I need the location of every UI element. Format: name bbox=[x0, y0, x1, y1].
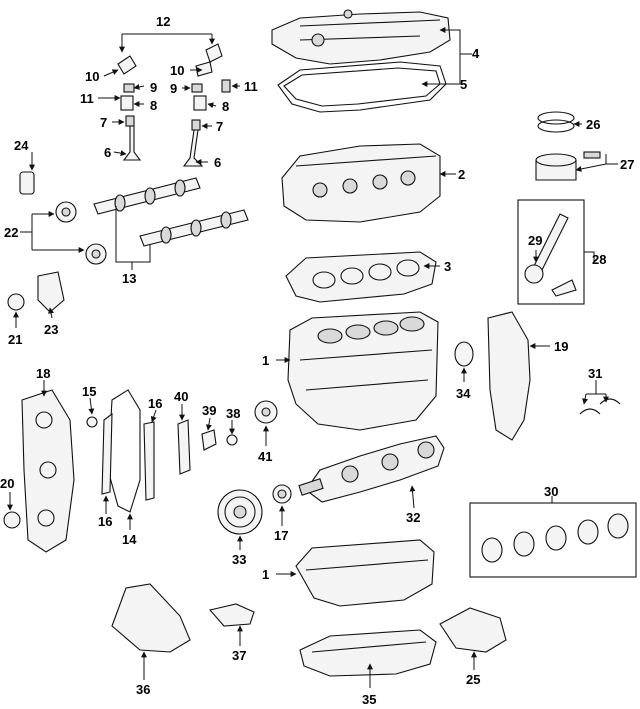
main-bearings bbox=[481, 513, 629, 563]
callout-20: 20 bbox=[0, 476, 14, 491]
main-bearing-box bbox=[469, 502, 637, 578]
seal-20 bbox=[3, 511, 21, 529]
part-38 bbox=[226, 434, 238, 446]
callout-33: 33 bbox=[232, 552, 246, 567]
callout-5: 5 bbox=[460, 77, 467, 92]
callout-37: 37 bbox=[232, 648, 246, 663]
crankshaft bbox=[298, 435, 445, 503]
callout-25: 25 bbox=[466, 672, 480, 687]
part-15 bbox=[86, 416, 98, 428]
callout-26: 26 bbox=[586, 117, 600, 132]
callout-13: 13 bbox=[122, 271, 136, 286]
cam-gears bbox=[55, 201, 107, 265]
oil-pan-upper bbox=[295, 539, 435, 607]
callout-3: 3 bbox=[444, 259, 451, 274]
thrust-bearings bbox=[579, 398, 621, 415]
callout-9-left: 9 bbox=[150, 80, 157, 95]
callout-11-right: 11 bbox=[244, 79, 258, 94]
callout-28: 28 bbox=[592, 252, 606, 267]
callout-21: 21 bbox=[8, 332, 22, 347]
callout-7-left: 7 bbox=[100, 115, 107, 130]
callout-6-right: 6 bbox=[214, 155, 221, 170]
callout-24: 24 bbox=[14, 138, 29, 153]
callout-32: 32 bbox=[406, 510, 420, 525]
callout-9-right: 9 bbox=[170, 81, 177, 96]
callout-16-right: 16 bbox=[148, 396, 162, 411]
idler-gear bbox=[254, 400, 278, 424]
callout-19: 19 bbox=[554, 339, 568, 354]
rear-cover bbox=[487, 311, 531, 441]
part-37 bbox=[208, 603, 255, 627]
callout-35: 35 bbox=[362, 692, 376, 707]
seal-21 bbox=[7, 293, 25, 311]
cylinder-head bbox=[281, 143, 441, 223]
callout-41: 41 bbox=[258, 449, 272, 464]
valve-cover bbox=[271, 9, 451, 65]
cylinder-block bbox=[287, 311, 439, 431]
seal-34 bbox=[454, 341, 474, 367]
valve-train-left bbox=[117, 55, 142, 161]
callout-18: 18 bbox=[36, 366, 50, 381]
engine-mount bbox=[111, 583, 191, 653]
callout-1-block: 1 bbox=[262, 353, 269, 368]
oil-pan-lower bbox=[299, 629, 437, 677]
camshaft-lower bbox=[139, 209, 249, 247]
head-gasket bbox=[285, 251, 437, 303]
callout-4: 4 bbox=[472, 46, 480, 61]
camshaft-upper bbox=[93, 177, 201, 215]
callout-27: 27 bbox=[620, 157, 634, 172]
callout-22: 22 bbox=[4, 225, 18, 240]
chain-guide-16a bbox=[101, 412, 113, 495]
callout-39: 39 bbox=[202, 403, 216, 418]
timing-cover bbox=[21, 389, 75, 553]
callout-7-right: 7 bbox=[216, 119, 223, 134]
callout-10-left: 10 bbox=[85, 69, 99, 84]
piston-rings bbox=[537, 111, 575, 133]
callout-30: 30 bbox=[544, 484, 558, 499]
callout-labels: 12 10 10 9 9 11 11 8 8 7 7 6 6 4 5 2 3 1… bbox=[0, 14, 634, 707]
callout-2: 2 bbox=[458, 167, 465, 182]
callout-1-pan: 1 bbox=[262, 567, 269, 582]
callout-40: 40 bbox=[174, 389, 188, 404]
callout-16-left: 16 bbox=[98, 514, 112, 529]
callout-10-right: 10 bbox=[170, 63, 184, 78]
part-40 bbox=[177, 419, 191, 475]
callout-17: 17 bbox=[274, 528, 288, 543]
chain-guide-16b bbox=[143, 421, 155, 501]
callout-34: 34 bbox=[456, 386, 471, 401]
callout-8-right: 8 bbox=[222, 99, 229, 114]
callout-8-left: 8 bbox=[150, 98, 157, 113]
timing-chain bbox=[107, 389, 141, 513]
callout-11-left: 11 bbox=[80, 91, 94, 106]
bracket-23 bbox=[37, 271, 65, 313]
callout-31: 31 bbox=[588, 366, 602, 381]
crank-pulley bbox=[217, 489, 263, 535]
tensioner-39 bbox=[201, 429, 217, 451]
valve-cover-gasket bbox=[277, 61, 447, 113]
callout-29: 29 bbox=[528, 233, 542, 248]
callout-15: 15 bbox=[82, 384, 96, 399]
sensor-24 bbox=[19, 171, 35, 195]
callout-36: 36 bbox=[136, 682, 150, 697]
oil-pump bbox=[439, 607, 507, 653]
leader-lines bbox=[7, 27, 618, 688]
callout-12: 12 bbox=[156, 14, 170, 29]
piston bbox=[535, 151, 601, 181]
callout-14: 14 bbox=[122, 532, 137, 547]
callout-23: 23 bbox=[44, 322, 58, 337]
callout-38: 38 bbox=[226, 406, 240, 421]
callout-6-left: 6 bbox=[104, 145, 111, 160]
crank-sprocket bbox=[272, 484, 292, 504]
connecting-rod bbox=[524, 213, 577, 297]
